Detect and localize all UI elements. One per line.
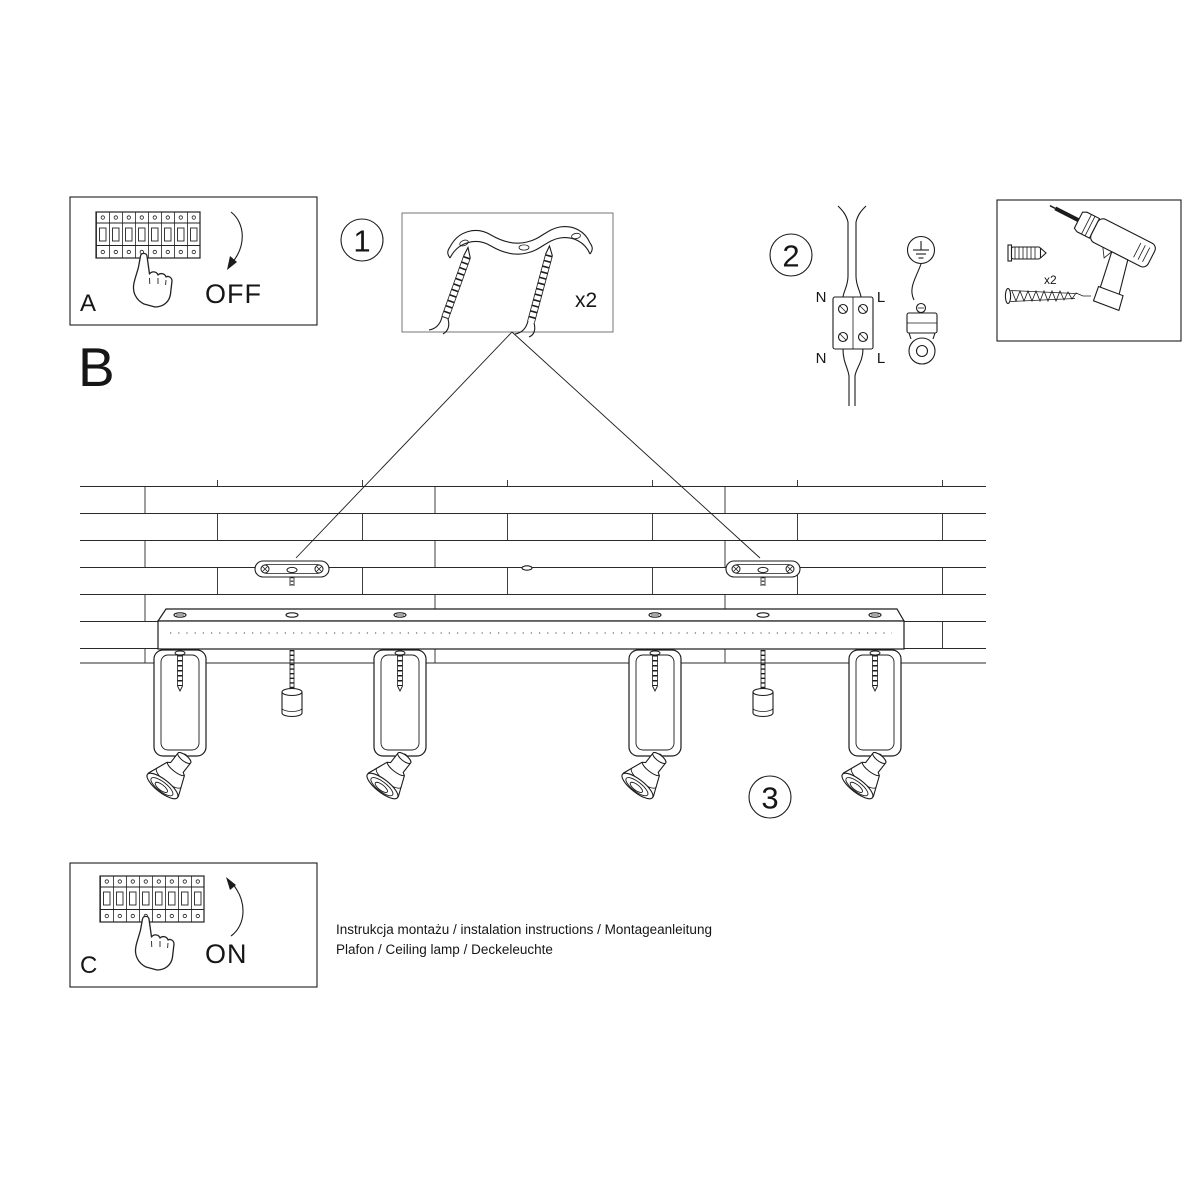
section-c-label: C xyxy=(80,952,97,979)
breaker-panel-icon xyxy=(95,211,201,259)
step-3-badge: 3 xyxy=(748,775,792,819)
anchor-qty-label: x2 xyxy=(1044,273,1057,287)
lamp-arm-4 xyxy=(849,650,901,760)
section-a-label: A xyxy=(80,290,96,317)
guide-line-right xyxy=(511,331,761,559)
arrow-up-icon xyxy=(226,877,244,937)
svg-text:3: 3 xyxy=(761,781,778,816)
terminal-block xyxy=(832,296,874,350)
off-label: OFF xyxy=(205,279,262,309)
step-1-badge: 1 xyxy=(340,218,384,262)
wire-label-n-top: N xyxy=(816,289,827,306)
wiring-diagram: N L N L xyxy=(816,205,885,406)
section-b-label: B xyxy=(78,336,115,398)
mounting-bracket-illustration xyxy=(447,226,593,259)
earth-symbol-icon xyxy=(906,235,936,265)
wire-label-l-bottom: L xyxy=(877,350,885,367)
lamp-arm-2 xyxy=(374,650,426,760)
arrow-down-icon xyxy=(227,211,243,270)
svg-text:2: 2 xyxy=(782,239,799,274)
power-on-panel: ON C xyxy=(69,862,318,988)
footer-line-2: Plafon / Ceiling lamp / Deckeleuchte xyxy=(336,942,553,957)
pressing-hand-icon-c xyxy=(134,915,175,971)
svg-text:1: 1 xyxy=(353,224,370,259)
bracket-qty-label: x2 xyxy=(575,289,597,312)
step-1-frame xyxy=(401,212,614,333)
pressing-hand-icon xyxy=(132,252,173,308)
step-2: 2 N L N L xyxy=(769,205,938,406)
drill-icon xyxy=(1049,204,1156,312)
wire-label-l-top: L xyxy=(877,289,885,306)
power-off-panel: OFF A xyxy=(69,196,318,326)
wire-label-n-bottom: N xyxy=(816,350,827,367)
wall-center-hole xyxy=(521,565,533,571)
bracket-screws xyxy=(428,244,553,338)
tools-box: x2 xyxy=(996,199,1182,342)
footer-line-1: Instrukcja montażu / instalation instruc… xyxy=(336,922,712,937)
step-1: 1 x2 xyxy=(340,212,614,338)
lamp-arm-3 xyxy=(629,650,681,760)
earth-clamp xyxy=(906,263,938,365)
lamp-rail xyxy=(156,608,906,650)
footer-text: Instrukcja montażu / instalation instruc… xyxy=(336,922,712,957)
wall-plug-icon xyxy=(1007,244,1047,262)
screw-icon xyxy=(1004,287,1091,305)
breaker-panel-icon-c xyxy=(99,875,205,923)
on-label: ON xyxy=(205,939,248,969)
step-2-badge: 2 xyxy=(769,233,813,277)
lamp-arm-1 xyxy=(154,650,206,760)
guide-line-left xyxy=(295,331,513,559)
